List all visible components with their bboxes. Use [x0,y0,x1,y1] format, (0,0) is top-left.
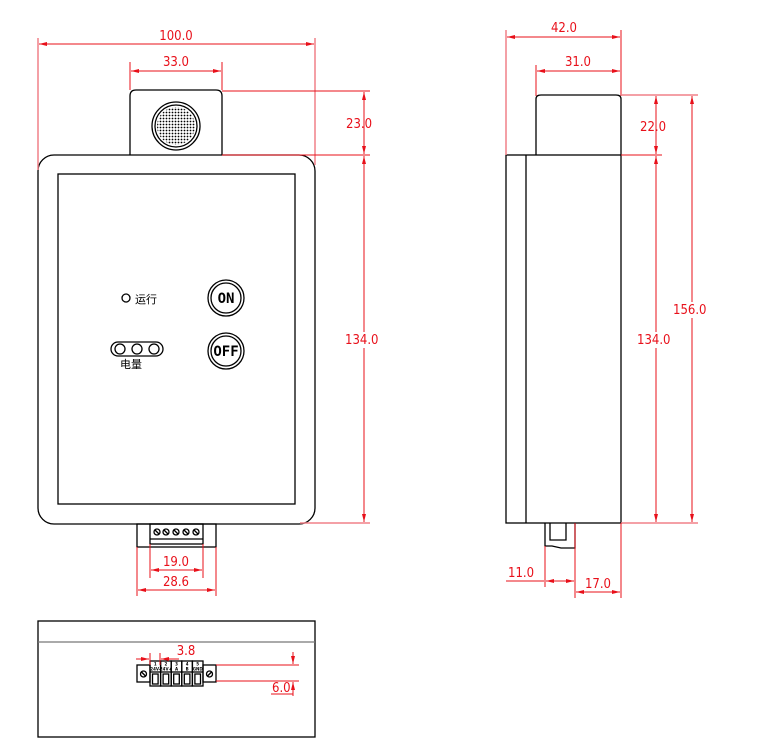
dim-text: 33.0 [163,55,189,70]
terminal-number: 4 [186,662,189,667]
dim-text: 3.8 [177,644,196,659]
dim-body-height: 134.0 [300,156,384,524]
dim-text: 17.0 [585,577,611,592]
dim-text: 134.0 [345,333,378,348]
front-terminal-block [136,523,217,548]
terminal-label: 24V- [150,667,160,672]
screw-icon [139,670,148,678]
dim-text: 156.0 [673,303,706,318]
run-led-icon [121,293,131,303]
terminal-number: 5 [196,662,199,667]
sensor-housing [129,89,223,155]
dim-text: 31.0 [565,55,591,70]
dim-sensor-height: 23.0 [222,90,372,156]
dim-terminal-inner: 19.0 [149,544,204,578]
terminal-number: 2 [165,662,168,667]
front-view: 运行 电量 ON OFF [37,29,384,596]
off-button[interactable]: OFF [207,332,245,370]
terminal-screw-icons [153,528,200,536]
sensor-grille-icon [151,101,201,151]
terminal-3: 3A [170,660,183,687]
dim-terminal-outer: 28.6 [136,547,217,596]
on-button[interactable]: ON [207,279,245,317]
side-view: 42.0 31.0 22.0 156.0 134.0 11 [505,21,712,598]
terminal-4: 4B [181,660,194,687]
terminal-label: A [175,667,179,672]
side-sensor-housing [535,94,622,155]
side-terminal-block [544,523,576,549]
dim-side-sensor-height: 22.0 [621,94,698,156]
dim-text: 100.0 [159,29,192,44]
dim-text: 134.0 [637,333,670,348]
front-panel [57,173,296,505]
dim-terminal-offset: 11.0 [506,546,574,587]
dim-text: 22.0 [640,120,666,135]
screw-icon [205,670,214,678]
terminal-label: 24V+ [160,667,172,672]
terminal-label: B [186,667,189,672]
dim-text: 6.0 [272,681,291,696]
dim-sensor-width: 33.0 [129,55,223,90]
dim-total-height: 156.0 [621,96,712,524]
dim-pitch: 3.8 [136,644,195,665]
enclosure-body [37,154,316,525]
terminal-number: 3 [175,662,178,667]
off-button-label: OFF [213,344,238,360]
on-button-label: ON [218,291,235,307]
dim-side-body-height: 134.0 [636,156,676,522]
dim-text: 19.0 [163,555,189,570]
terminal-number: 1 [154,662,157,667]
bottom-body [37,620,316,738]
dim-terminal-depth: 17.0 [574,523,622,598]
side-body [505,154,622,524]
dim-sensor-depth: 31.0 [535,55,620,96]
dim-terminal-height: 6.0 [216,652,299,696]
dim-text: 11.0 [508,566,534,581]
dim-text: 42.0 [551,21,577,36]
run-label: 运行 [135,293,157,306]
dim-text: 23.0 [346,117,372,132]
terminal-label: GND [193,667,204,672]
battery-led-icon [110,341,164,357]
dim-overall-depth: 42.0 [505,21,622,155]
dim-overall-width: 100.0 [37,29,316,170]
dim-text: 28.6 [163,575,189,590]
battery-label: 电量 [120,358,142,371]
